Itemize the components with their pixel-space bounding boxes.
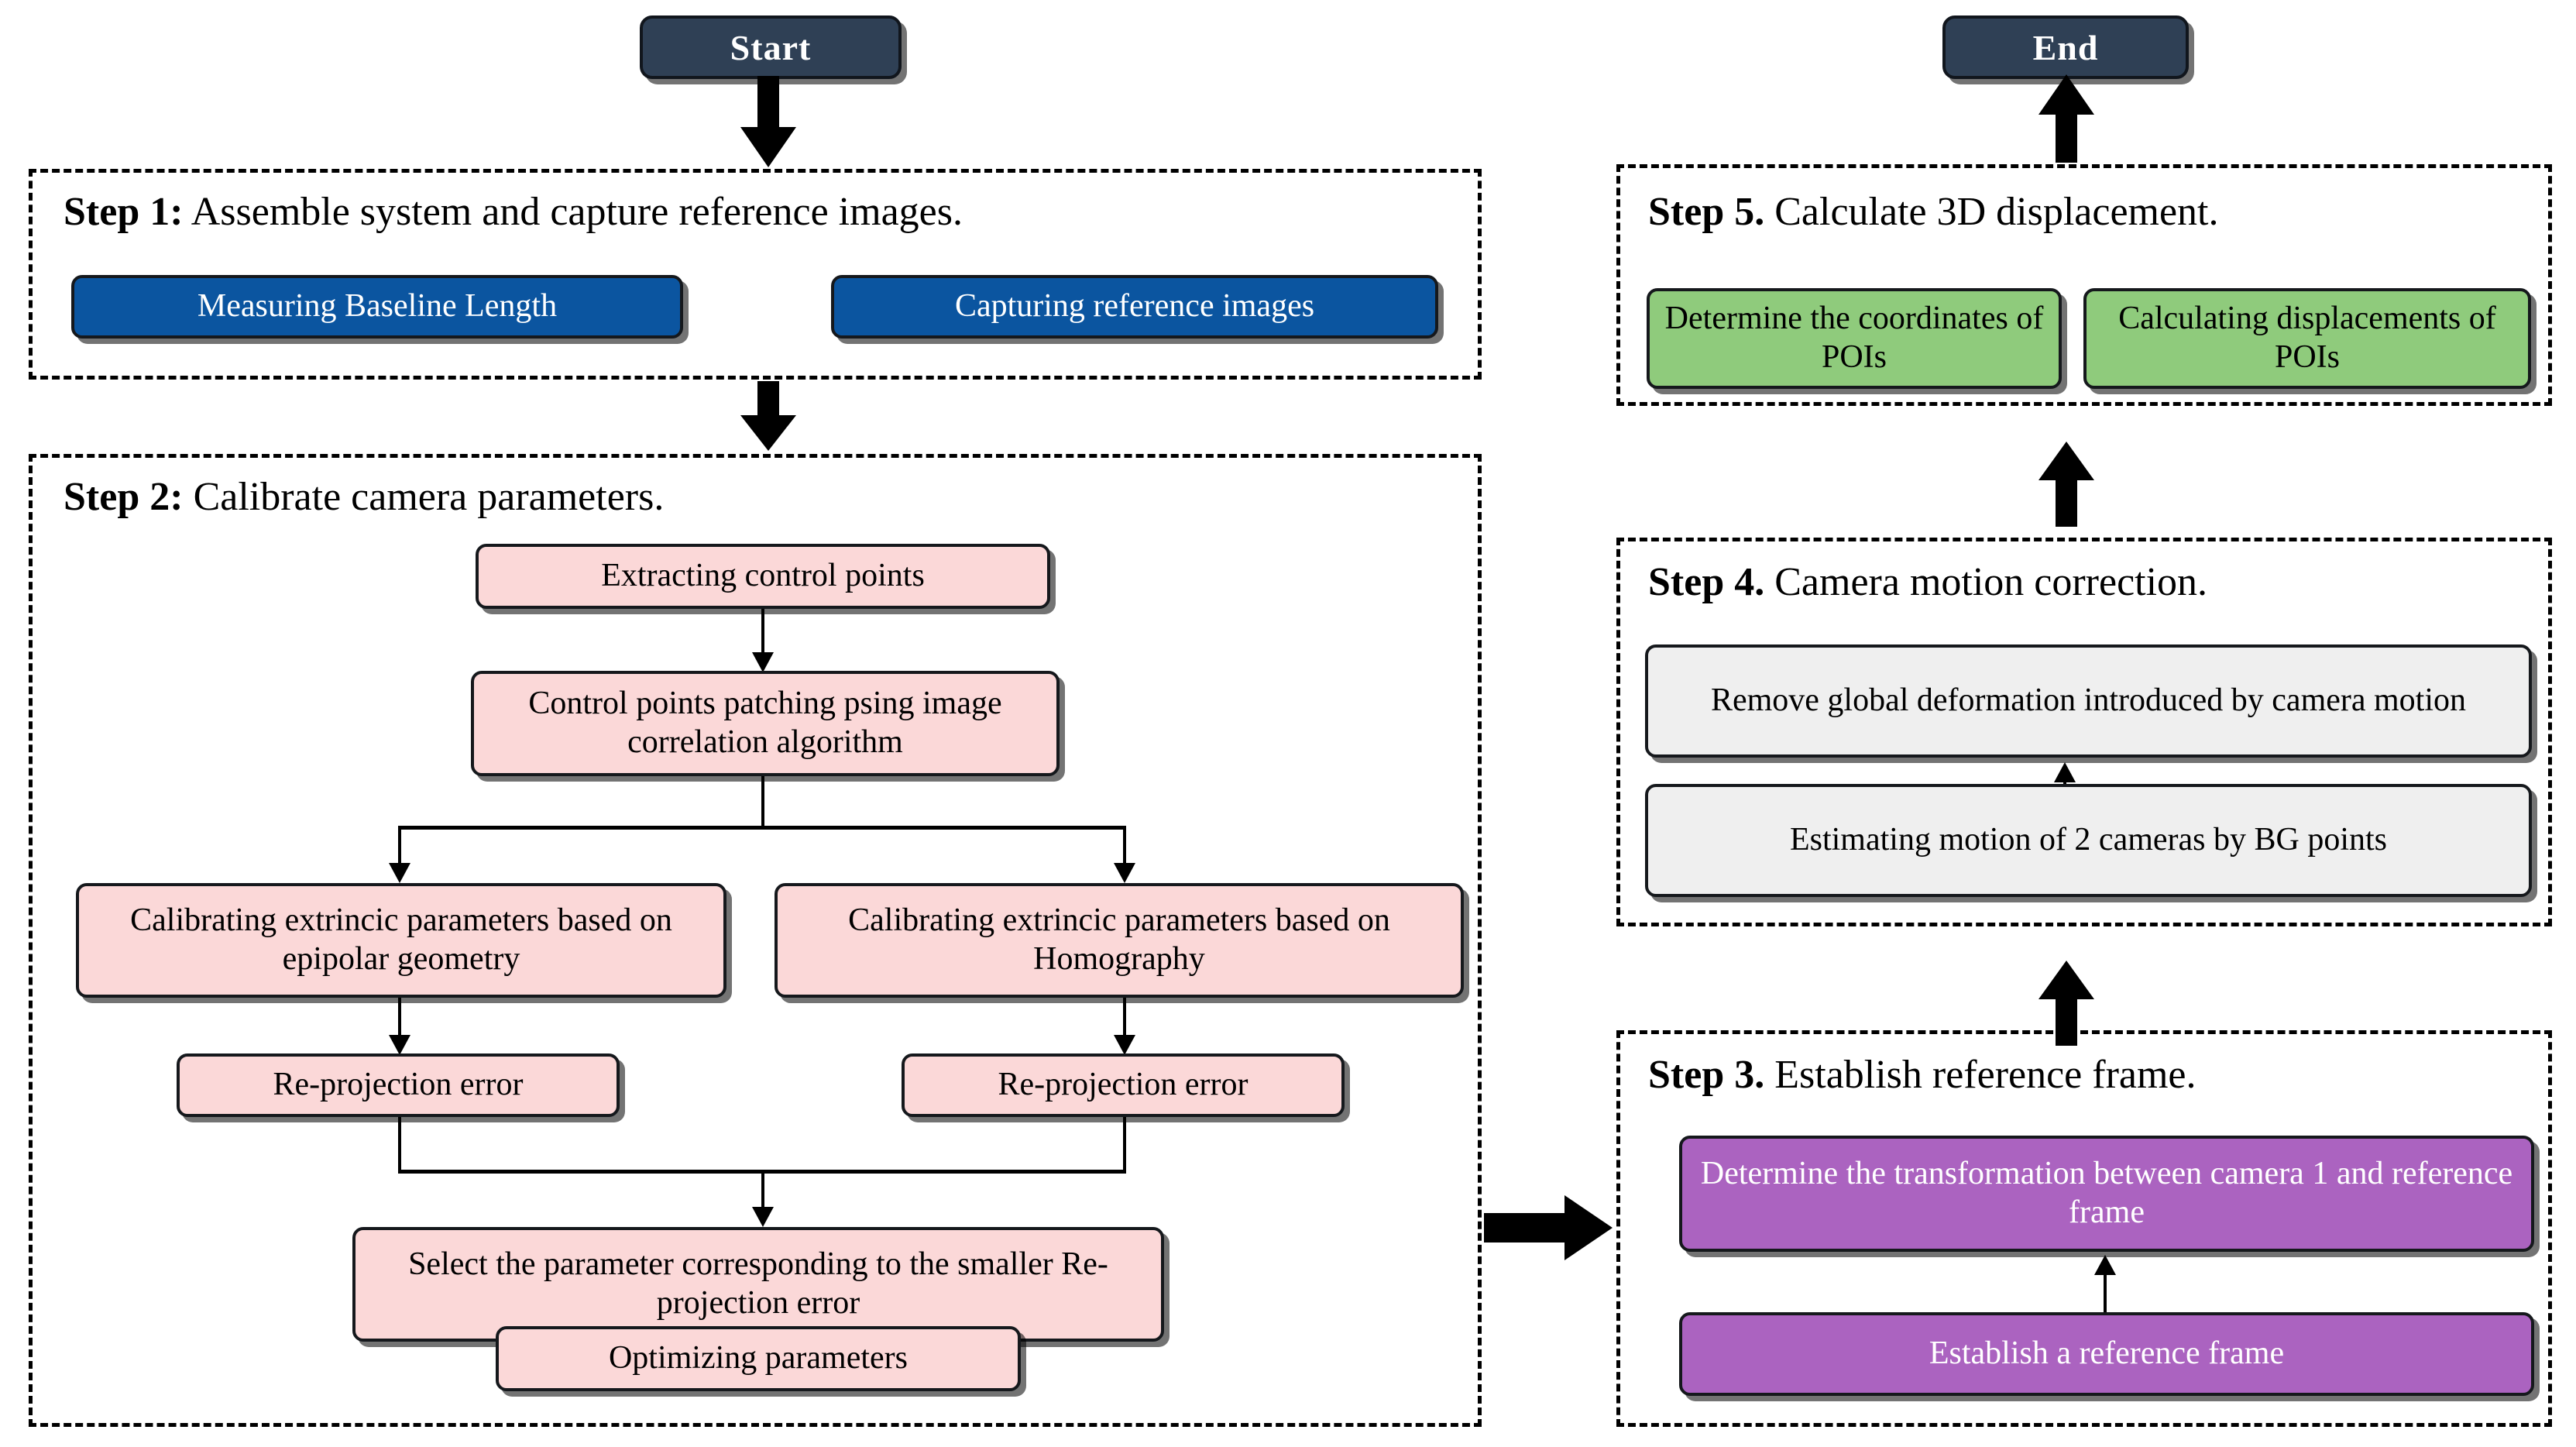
node-determine-coordinates-pois[interactable]: Determine the coordinates of POIs (1647, 288, 2062, 389)
step4-title: Step 4. Camera motion correction. (1648, 559, 2207, 605)
arrow-step2-to-step3 (1484, 1193, 1614, 1263)
end-label: End (2032, 27, 2099, 67)
node-label: Remove global deformation introduced by … (1710, 682, 2467, 719)
node-select-parameter[interactable]: Select the parameter corresponding to th… (352, 1227, 1164, 1342)
connector-s2n3-s2n5 (398, 998, 401, 1038)
arrowhead-s4n2-s4n1-icon (2054, 762, 2076, 782)
step2-container (29, 454, 1482, 1427)
arrowhead-s2n4-s2n6-icon (1114, 1035, 1135, 1055)
step1-separator: : (170, 190, 184, 234)
arrowhead-s2n1-s2n2-icon (752, 652, 774, 672)
step4-heading: Camera motion correction. (1764, 560, 2208, 604)
arrow-step4-to-step5 (2035, 442, 2097, 528)
merge-stem (761, 1170, 764, 1210)
arrow-step3-to-step4 (2035, 961, 2097, 1047)
step2-number: Step 2 (64, 475, 170, 519)
end-terminator: End (1942, 15, 2189, 79)
node-label: Calibrating extrincic parameters based o… (848, 902, 1390, 977)
connector-s2n4-s2n6 (1123, 998, 1126, 1038)
node-calculating-displacements-pois[interactable]: Calculating displacements of POIs (2083, 288, 2531, 389)
arrowhead-branch-left-icon (389, 863, 410, 883)
arrowhead-merge-icon (752, 1207, 774, 1227)
step5-container (1616, 164, 2552, 406)
step5-separator: . (1754, 190, 1765, 234)
step3-heading: Establish reference frame. (1764, 1053, 2196, 1097)
node-extracting-control-points[interactable]: Extracting control points (476, 544, 1050, 609)
arrow-step5-to-end (2035, 74, 2097, 164)
node-label: Control points patching psing image corr… (528, 686, 1002, 760)
node-control-points-patching[interactable]: Control points patching psing image corr… (471, 671, 1060, 776)
node-estimating-motion-cameras[interactable]: Estimating motion of 2 cameras by BG poi… (1645, 784, 2532, 897)
arrow-step1-to-step2 (737, 381, 799, 452)
branch-bar-s2n2 (400, 826, 1126, 830)
step3-separator: . (1754, 1053, 1765, 1097)
connector-s2n1-s2n2 (761, 609, 764, 655)
step3-number: Step 3 (1648, 1053, 1755, 1097)
node-label: Calibrating extrincic parameters based o… (130, 902, 672, 977)
node-measuring-baseline-length[interactable]: Measuring Baseline Length (71, 275, 683, 339)
connector-s3n2-s3n1 (2104, 1275, 2107, 1312)
arrowhead-s3n2-s3n1-icon (2094, 1255, 2116, 1275)
node-establish-reference-frame[interactable]: Establish a reference frame (1679, 1312, 2534, 1396)
node-label: Measuring Baseline Length (197, 288, 558, 325)
arrowhead-branch-right-icon (1114, 863, 1135, 883)
start-label: Start (730, 27, 812, 67)
node-calibrating-homography[interactable]: Calibrating extrincic parameters based o… (775, 883, 1464, 998)
node-reprojection-error-left[interactable]: Re-projection error (177, 1053, 620, 1117)
merge-right-drop (1123, 1117, 1126, 1173)
node-calibrating-epipolar-geometry[interactable]: Calibrating extrincic parameters based o… (76, 883, 726, 998)
node-optimizing-parameters[interactable]: Optimizing parameters (496, 1326, 1021, 1391)
step3-container (1616, 1030, 2552, 1427)
step1-number: Step 1 (64, 190, 170, 234)
branch-right-drop (1123, 826, 1126, 866)
node-label: Capturing reference images (954, 288, 1315, 325)
arrowhead-s2n3-s2n5-icon (389, 1035, 410, 1055)
node-label: Determine the transformation between cam… (1700, 1156, 2513, 1230)
step2-separator: : (170, 475, 184, 519)
node-label: Re-projection error (998, 1067, 1249, 1103)
node-label: Select the parameter corresponding to th… (408, 1246, 1108, 1321)
node-capturing-reference-images[interactable]: Capturing reference images (831, 275, 1438, 339)
step1-container (29, 169, 1482, 380)
branch-stem-s2n2 (761, 776, 764, 829)
step5-heading: Calculate 3D displacement. (1764, 190, 2219, 234)
start-terminator: Start (640, 15, 902, 79)
branch-left-drop (398, 826, 401, 866)
step5-number: Step 5 (1648, 190, 1755, 234)
node-label: Re-projection error (273, 1067, 524, 1103)
step4-number: Step 4 (1648, 560, 1755, 604)
node-label: Determine the coordinates of POIs (1664, 301, 2044, 375)
node-remove-global-deformation[interactable]: Remove global deformation introduced by … (1645, 644, 2532, 758)
step2-title: Step 2: Calibrate camera parameters. (64, 474, 664, 520)
node-reprojection-error-right[interactable]: Re-projection error (902, 1053, 1345, 1117)
node-label: Extracting control points (601, 558, 925, 594)
node-label: Optimizing parameters (608, 1340, 908, 1377)
step1-title: Step 1: Assemble system and capture refe… (64, 189, 963, 235)
step4-separator: . (1754, 560, 1765, 604)
merge-left-drop (398, 1117, 401, 1173)
step1-heading: Assemble system and capture reference im… (183, 190, 963, 234)
step2-heading: Calibrate camera parameters. (183, 475, 665, 519)
node-determine-transformation[interactable]: Determine the transformation between cam… (1679, 1136, 2534, 1252)
node-label: Establish a reference frame (1929, 1335, 2285, 1372)
step3-title: Step 3. Establish reference frame. (1648, 1052, 2196, 1098)
node-label: Estimating motion of 2 cameras by BG poi… (1789, 822, 2388, 858)
arrow-start-to-step1 (737, 76, 799, 169)
step4-container (1616, 538, 2552, 926)
node-label: Calculating displacements of POIs (2118, 301, 2496, 375)
step5-title: Step 5. Calculate 3D displacement. (1648, 189, 2219, 235)
